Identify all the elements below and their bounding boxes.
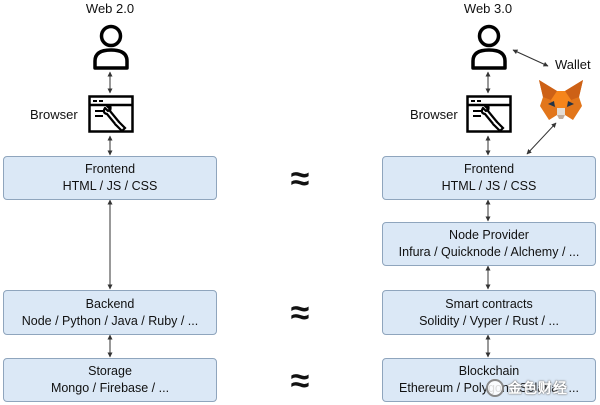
approx-symbol-frontend: ≈: [290, 160, 310, 198]
watermark: 金色财经: [486, 378, 568, 398]
browser-icon: [466, 95, 512, 135]
user-icon: [92, 22, 130, 70]
web2-frontend-title: Frontend: [84, 162, 136, 176]
web3-frontend-box: Frontend HTML / JS / CSS: [382, 156, 596, 200]
metamask-fox-icon: [536, 78, 586, 122]
web3-smart-contracts-detail: Solidity / Vyper / Rust / ...: [419, 313, 559, 328]
web3-frontend-detail: HTML / JS / CSS: [441, 179, 537, 193]
watermark-logo-icon: [486, 379, 504, 397]
web3-frontend-title: Frontend: [463, 162, 515, 176]
web2-storage-detail: Mongo / Firebase / ...: [50, 381, 170, 395]
wallet-label: Wallet: [555, 57, 591, 72]
web3-blockchain-title: Blockchain: [458, 364, 520, 378]
web2-backend-detail: Node / Python / Java / Ruby / ...: [21, 313, 199, 328]
web3-node-provider-box: Node Provider Infura / Quicknode / Alche…: [382, 222, 596, 266]
browser-label: Browser: [30, 107, 78, 122]
browser-label: Browser: [410, 107, 458, 122]
watermark-text: 金色财经: [508, 380, 568, 396]
web3-smart-contracts-title: Smart contracts: [445, 296, 533, 311]
arrow-user-wallet-web3: [512, 49, 549, 67]
web2-frontend-box: Frontend HTML / JS / CSS: [3, 156, 217, 200]
arrow-wallet-frontend-web3: [526, 122, 557, 155]
web2-storage-title: Storage: [88, 364, 132, 378]
browser-icon: [88, 95, 134, 135]
web3-node-provider-title: Node Provider: [449, 228, 529, 242]
web3-title: Web 3.0: [463, 1, 513, 16]
approx-symbol-backend: ≈: [290, 294, 310, 332]
web2-backend-box: Backend Node / Python / Java / Ruby / ..…: [3, 290, 217, 335]
web3-smart-contracts-box: Smart contracts Solidity / Vyper / Rust …: [382, 290, 596, 335]
user-icon: [470, 22, 508, 70]
web2-storage-box: Storage Mongo / Firebase / ...: [3, 358, 217, 402]
web3-node-provider-detail: Infura / Quicknode / Alchemy / ...: [398, 245, 580, 259]
web2-title: Web 2.0: [85, 1, 135, 16]
web2-backend-title: Backend: [85, 296, 135, 311]
approx-symbol-storage: ≈: [290, 362, 310, 400]
web2-frontend-detail: HTML / JS / CSS: [62, 179, 158, 193]
